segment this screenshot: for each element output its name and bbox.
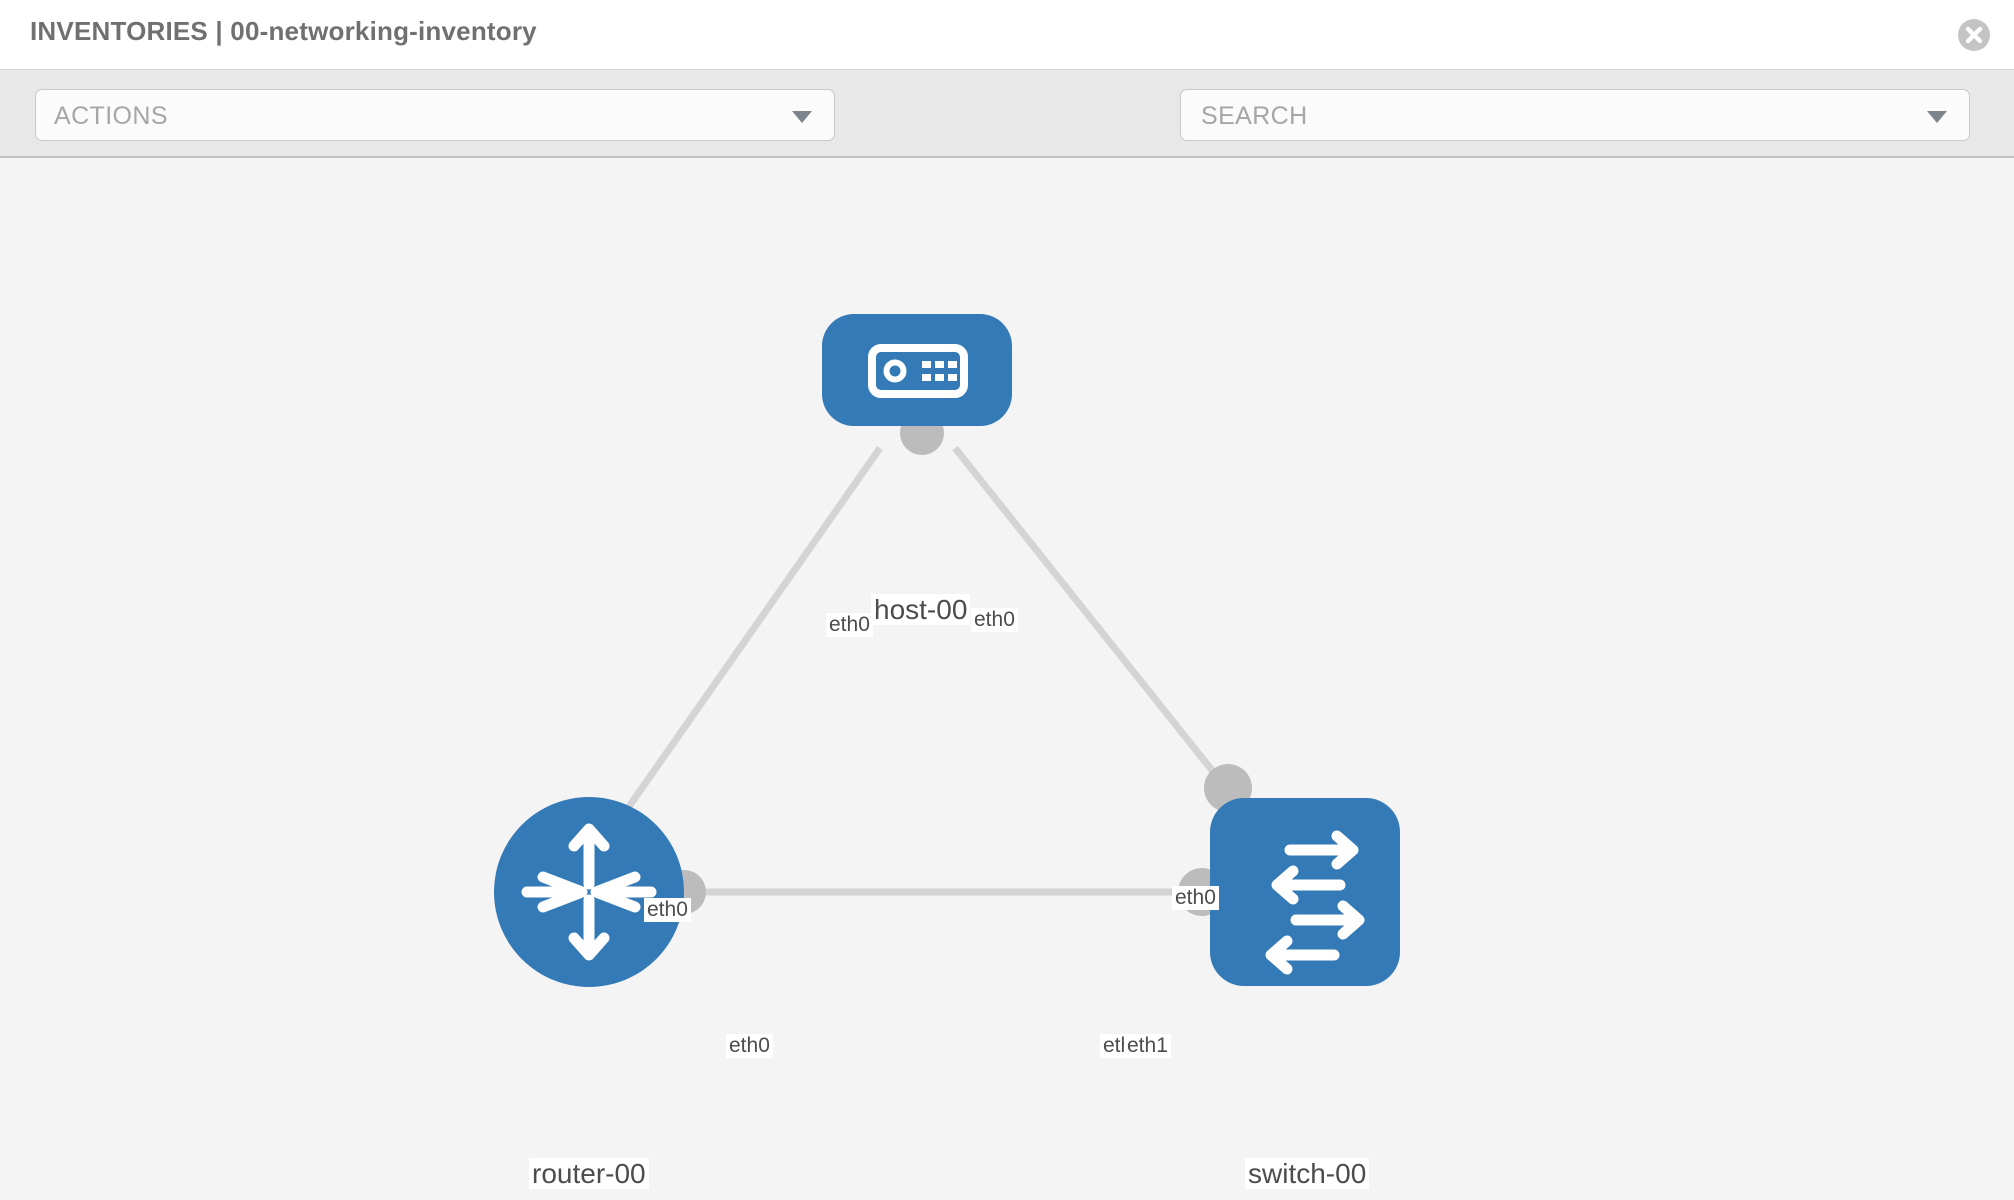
link-host-switch[interactable] [952, 445, 1253, 821]
edge-label-host-eth0-right: eth0 [971, 608, 1018, 633]
chevron-down-icon [1927, 111, 1947, 123]
node-label-router-00: router-00 [529, 1158, 649, 1190]
node-host-00[interactable] [822, 314, 1012, 426]
node-router-00[interactable] [494, 797, 684, 987]
edge-label-router-eth0-up: eth0 [644, 898, 691, 923]
close-icon[interactable] [1956, 17, 1992, 53]
node-label-host-00: host-00 [871, 594, 971, 626]
actions-dropdown[interactable]: ACTIONS [35, 89, 835, 141]
actions-dropdown-label: ACTIONS [54, 102, 168, 130]
node-host-00-shape[interactable] [822, 314, 1012, 426]
edge-label-switch-eth1: eth1 [1124, 1034, 1171, 1059]
node-switch-00[interactable] [1210, 798, 1400, 986]
edge-label-router-eth0: eth0 [726, 1034, 773, 1059]
search-input[interactable] [1199, 90, 1903, 142]
link-host-router[interactable] [597, 445, 883, 851]
switch-arrows-icon [1265, 830, 1365, 975]
node-router-00-shape[interactable] [494, 797, 684, 987]
server-icon [868, 344, 968, 398]
search-box[interactable] [1180, 89, 1970, 142]
topology-links [597, 445, 1253, 896]
topology-graph [494, 314, 1400, 987]
chevron-down-icon [792, 111, 812, 123]
topology-canvas[interactable]: eth0 eth0 eth0 eth0 eth0 eth0 eth1 host-… [0, 158, 2014, 1200]
page-header: INVENTORIES | 00-networking-inventory [0, 0, 2014, 70]
node-label-switch-00: switch-00 [1245, 1158, 1370, 1190]
toolbar: ACTIONS [0, 70, 2014, 201]
page-title: INVENTORIES | 00-networking-inventory [30, 16, 537, 46]
edge-label-host-eth0-left: eth0 [826, 613, 873, 638]
router-arrows-icon [521, 823, 657, 961]
interface-connectors [662, 411, 1252, 916]
edge-label-switch-eth0-up: eth0 [1172, 886, 1219, 911]
